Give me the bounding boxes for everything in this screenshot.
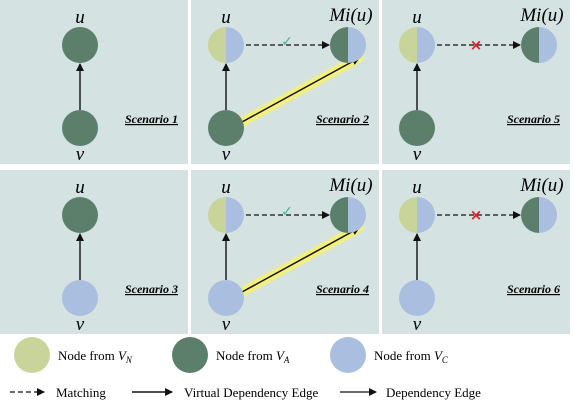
label-mi-u: Mi(u) xyxy=(328,175,372,196)
node-v xyxy=(208,280,244,316)
legend-set-letter: V xyxy=(118,348,128,363)
node-mi-u xyxy=(330,197,366,233)
label-v: v xyxy=(222,314,231,335)
legend-subscript: A xyxy=(283,355,290,365)
label-u: u xyxy=(221,7,231,28)
legend-dependency-label: Dependency Edge xyxy=(386,385,481,400)
node-u xyxy=(62,27,98,63)
legend-set-letter: V xyxy=(434,348,444,363)
node-u xyxy=(399,27,435,63)
legend-swatch-VN xyxy=(14,337,50,373)
legend-prefix: Node from xyxy=(216,348,276,363)
node-u xyxy=(62,197,98,233)
node-mi-u xyxy=(521,197,557,233)
label-u: u xyxy=(75,177,85,198)
legend-subscript: C xyxy=(442,355,449,365)
node-v xyxy=(62,280,98,316)
label-u: u xyxy=(412,7,422,28)
legend-label-VC: Node from VC xyxy=(374,348,449,365)
virtual-dependency-edge xyxy=(241,227,360,293)
label-mi-u: Mi(u) xyxy=(519,175,563,196)
panel-s5: × u v Mi(u) Scenario 5 xyxy=(382,0,570,165)
scenario-title: Scenario 4 xyxy=(316,282,369,296)
scenario-title: Scenario 5 xyxy=(507,112,560,126)
match-check-icon: ✓ xyxy=(281,204,293,220)
match-cross-icon: × xyxy=(470,206,483,224)
panel-s6: × u v Mi(u) Scenario 6 xyxy=(382,170,570,335)
node-u xyxy=(208,197,244,233)
legend-subscript: N xyxy=(125,355,133,365)
scenario-title: Scenario 3 xyxy=(125,282,178,296)
match-cross-icon: × xyxy=(470,36,483,54)
legend-virtual-label: Virtual Dependency Edge xyxy=(184,385,318,400)
label-u: u xyxy=(221,177,231,198)
panel-s3: u v Scenario 3 xyxy=(0,170,188,335)
label-v: v xyxy=(76,314,85,335)
legend-swatch-VA xyxy=(172,337,208,373)
label-u: u xyxy=(75,7,85,28)
legend-set-letter: V xyxy=(276,348,286,363)
node-v xyxy=(208,110,244,146)
match-check-icon: ✓ xyxy=(281,34,293,50)
label-u: u xyxy=(412,177,422,198)
panel-s4: ✓ u v Mi(u) Scenario 4 xyxy=(191,170,379,335)
node-v xyxy=(62,110,98,146)
label-mi-u: Mi(u) xyxy=(519,5,563,26)
legend-matching-label: Matching xyxy=(56,385,106,400)
node-u xyxy=(208,27,244,63)
scenario-title: Scenario 1 xyxy=(125,112,178,126)
scenario-title: Scenario 6 xyxy=(507,282,560,296)
label-mi-u: Mi(u) xyxy=(328,5,372,26)
legend-prefix: Node from xyxy=(374,348,434,363)
label-v: v xyxy=(413,144,422,165)
panel-background xyxy=(0,0,188,164)
legend-label-VA: Node from VA xyxy=(216,348,290,365)
legend-swatch-VC xyxy=(330,337,366,373)
label-v: v xyxy=(222,144,231,165)
scenario-title: Scenario 2 xyxy=(316,112,369,126)
panel-background xyxy=(0,170,188,334)
legend-label-VN: Node from VN xyxy=(58,348,133,365)
panel-s1: u v Scenario 1 xyxy=(0,0,188,165)
label-v: v xyxy=(413,314,422,335)
node-mi-u xyxy=(521,27,557,63)
node-u xyxy=(399,197,435,233)
node-v xyxy=(399,110,435,146)
panel-s2: ✓ u v Mi(u) Scenario 2 xyxy=(191,0,379,165)
node-mi-u xyxy=(330,27,366,63)
legend-prefix: Node from xyxy=(58,348,118,363)
label-v: v xyxy=(76,144,85,165)
virtual-dependency-edge xyxy=(241,57,360,123)
node-v xyxy=(399,280,435,316)
